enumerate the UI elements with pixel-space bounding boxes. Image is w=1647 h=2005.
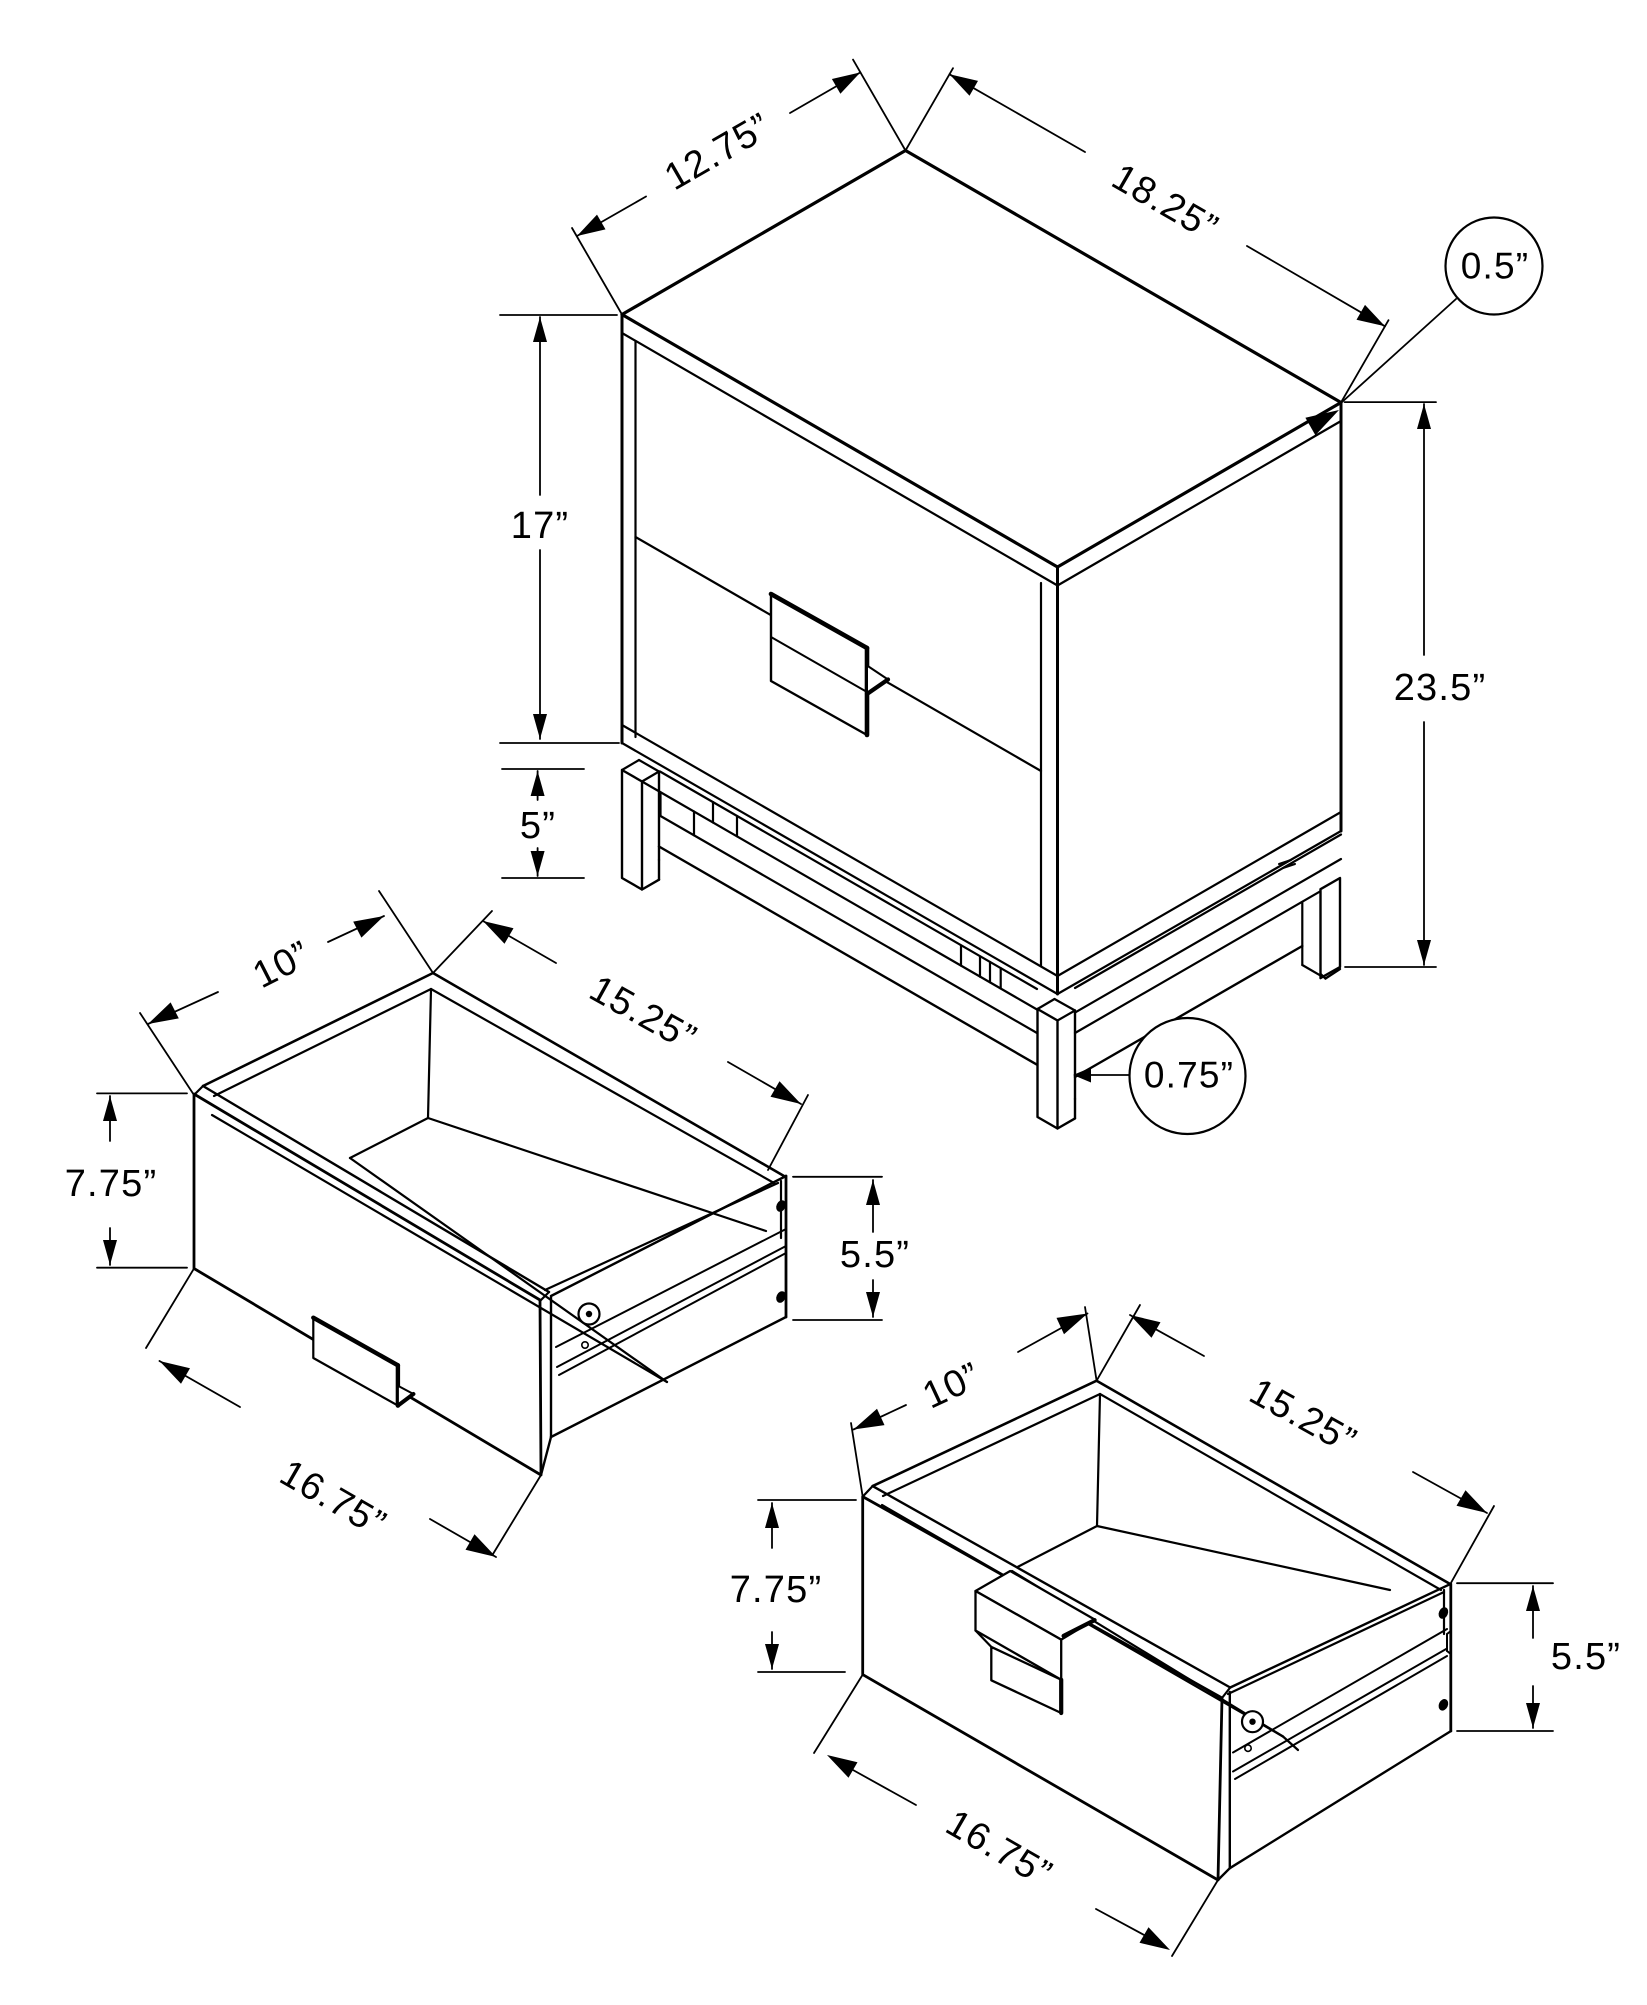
svg-text:7.75”: 7.75”: [730, 1569, 823, 1611]
svg-text:5”: 5”: [520, 805, 556, 847]
svg-text:7.75”: 7.75”: [65, 1163, 158, 1205]
svg-text:0.75”: 0.75”: [1144, 1055, 1234, 1096]
svg-text:23.5”: 23.5”: [1394, 667, 1487, 709]
svg-text:5.5”: 5.5”: [840, 1234, 910, 1276]
svg-text:17”: 17”: [511, 505, 570, 547]
svg-text:0.5”: 0.5”: [1461, 246, 1530, 287]
svg-text:5.5”: 5.5”: [1551, 1636, 1621, 1678]
